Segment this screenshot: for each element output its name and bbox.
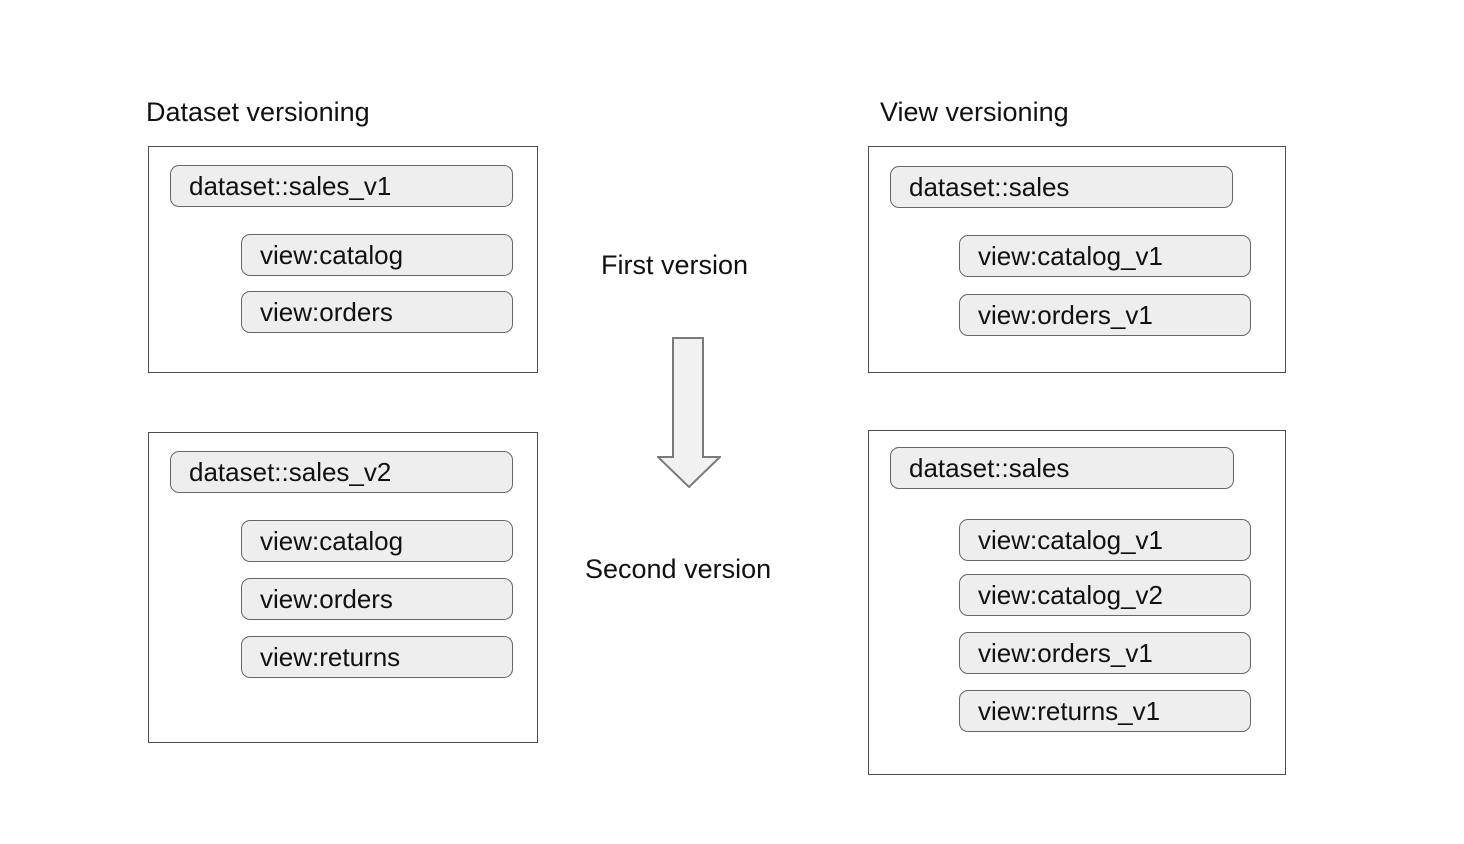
view-pill: view:returns_v1: [959, 690, 1251, 732]
dataset-pill: dataset::sales_v2: [170, 451, 513, 493]
dataset-pill: dataset::sales: [890, 447, 1234, 489]
first-version-label: First version: [601, 250, 749, 280]
dataset-pill: dataset::sales_v1: [170, 165, 513, 207]
view-pill: view:orders_v1: [959, 632, 1251, 674]
right-column-title: View versioning: [880, 97, 1069, 127]
view-pill: view:orders_v1: [959, 294, 1251, 336]
view-pill: view:catalog: [241, 520, 513, 562]
view-versioning-v2-box: dataset::sales view:catalog_v1 view:cata…: [868, 430, 1286, 775]
view-pill: view:catalog_v1: [959, 235, 1251, 277]
down-arrow-icon: [655, 337, 723, 489]
dataset-pill: dataset::sales: [890, 166, 1233, 208]
view-pill: view:catalog_v2: [959, 574, 1251, 616]
view-versioning-v1-box: dataset::sales view:catalog_v1 view:orde…: [868, 146, 1286, 373]
view-pill: view:catalog_v1: [959, 519, 1251, 561]
view-pill: view:orders: [241, 291, 513, 333]
view-pill: view:catalog: [241, 234, 513, 276]
second-version-label: Second version: [585, 554, 772, 584]
dataset-versioning-v2-box: dataset::sales_v2 view:catalog view:orde…: [148, 432, 538, 743]
dataset-versioning-v1-box: dataset::sales_v1 view:catalog view:orde…: [148, 146, 538, 373]
view-pill: view:orders: [241, 578, 513, 620]
view-pill: view:returns: [241, 636, 513, 678]
left-column-title: Dataset versioning: [146, 97, 370, 127]
